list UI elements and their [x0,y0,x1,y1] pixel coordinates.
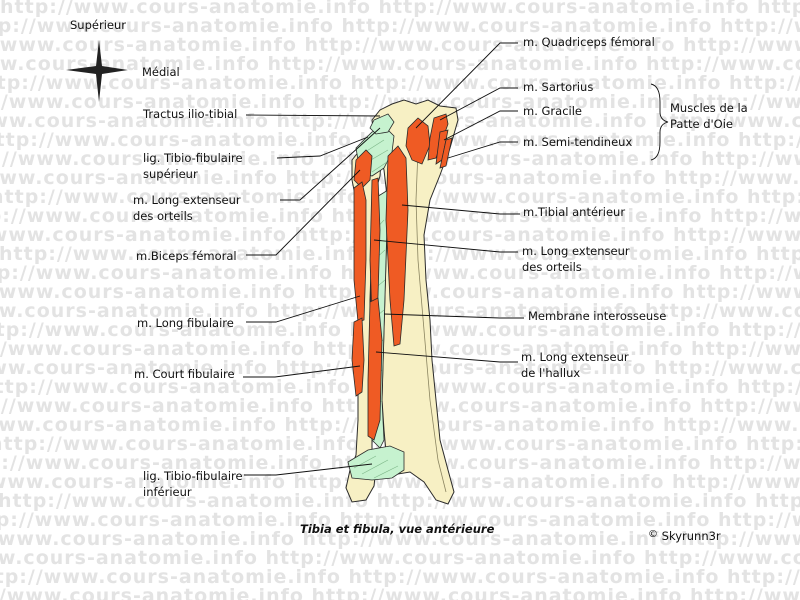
figure-caption: Tibia et fibula, vue antérieure [300,522,495,536]
quadriceps-insertion [405,117,431,165]
label-long-fibulaire: m. Long fibulaire [137,316,234,330]
leader-lines-left [243,114,381,476]
watermark-line: http://www.cours-anatomie.info http://ww… [0,15,800,37]
label-court-fibulaire: m. Court fibulaire [134,367,235,381]
biceps-femoris-insertion [353,149,373,189]
watermark-line: http://www.cours-anatomie.info http://ww… [0,528,800,550]
extensor-hallucis-longus-origin [367,297,383,441]
tibialis-anterior-origin [385,145,409,347]
label-tractus-ilio-tibial: Tractus ilio-tibial [143,107,238,121]
orientation-superior-label: Supérieur [70,18,126,32]
label-long-extenseur-hallux: m. Long extenseur de l'hallux [521,350,629,380]
label-sartorius: m. Sartorius [523,80,594,94]
leader-lines-right [373,42,524,363]
label-long-extenseur-orteils-left: m. Long extenseur des orteils [133,193,241,223]
watermark-line: http://www.cours-anatomie.info http://ww… [0,34,800,56]
label-muscles-patte-oie: Muscles de la Patte d'Oie [670,101,748,131]
label-gracile: m. Gracile [523,104,582,118]
label-lig-tibio-fibulaire-inferieur: lig. Tibio-fibulaire inférieur [143,469,243,499]
label-semi-tendineux: m. Semi-tendineux [523,135,633,149]
watermark-line: http://www.cours-anatomie.info http://ww… [0,0,800,18]
pes-anserinus-brace [650,83,669,161]
copyright-notice: © Skyrunn3r [648,529,721,543]
orientation-medial-label: Médial [142,65,180,79]
watermark-line: http://www.cours-anatomie.info http://ww… [0,72,800,94]
watermark-line: http://www.cours-anatomie.info http://ww… [0,471,800,493]
label-membrane-interosseuse: Membrane interosseuse [528,309,667,323]
label-tibial-anterieur: m.Tibial antérieur [523,205,626,219]
iliotibial-tract-insertion [369,113,395,135]
inferior-tibiofibular-ligament [347,445,405,481]
sartorius-insertion [427,113,449,161]
label-biceps-femoral: m.Biceps fémoral [136,249,237,263]
orientation-compass-icon [66,40,128,102]
watermark-line: http://www.cours-anatomie.info http://ww… [0,509,800,531]
watermark-line: http://www.cours-anatomie.info http://ww… [0,566,800,588]
tibia-crest [415,149,447,493]
watermark-line: http://www.cours-anatomie.info http://ww… [0,547,800,569]
label-long-extenseur-orteils-right: m. Long extenseur des orteils [522,244,630,274]
fibularis-brevis-origin [351,317,365,397]
copyright-author: Skyrunn3r [661,529,721,543]
watermark-line: http://www.cours-anatomie.info http://ww… [0,53,800,75]
copyright-symbol: © [648,529,658,540]
label-quadriceps-femoral: m. Quadriceps fémoral [523,35,655,49]
watermark-line: http://www.cours-anatomie.info http://ww… [0,490,800,512]
semitendinosus-insertion [439,137,453,169]
watermark-line: http://www.cours-anatomie.info http://ww… [0,585,800,600]
label-lig-tibio-fibulaire-superieur: lig. Tibio-fibulaire supérieur [143,151,243,181]
fibularis-longus-origin [353,181,367,323]
